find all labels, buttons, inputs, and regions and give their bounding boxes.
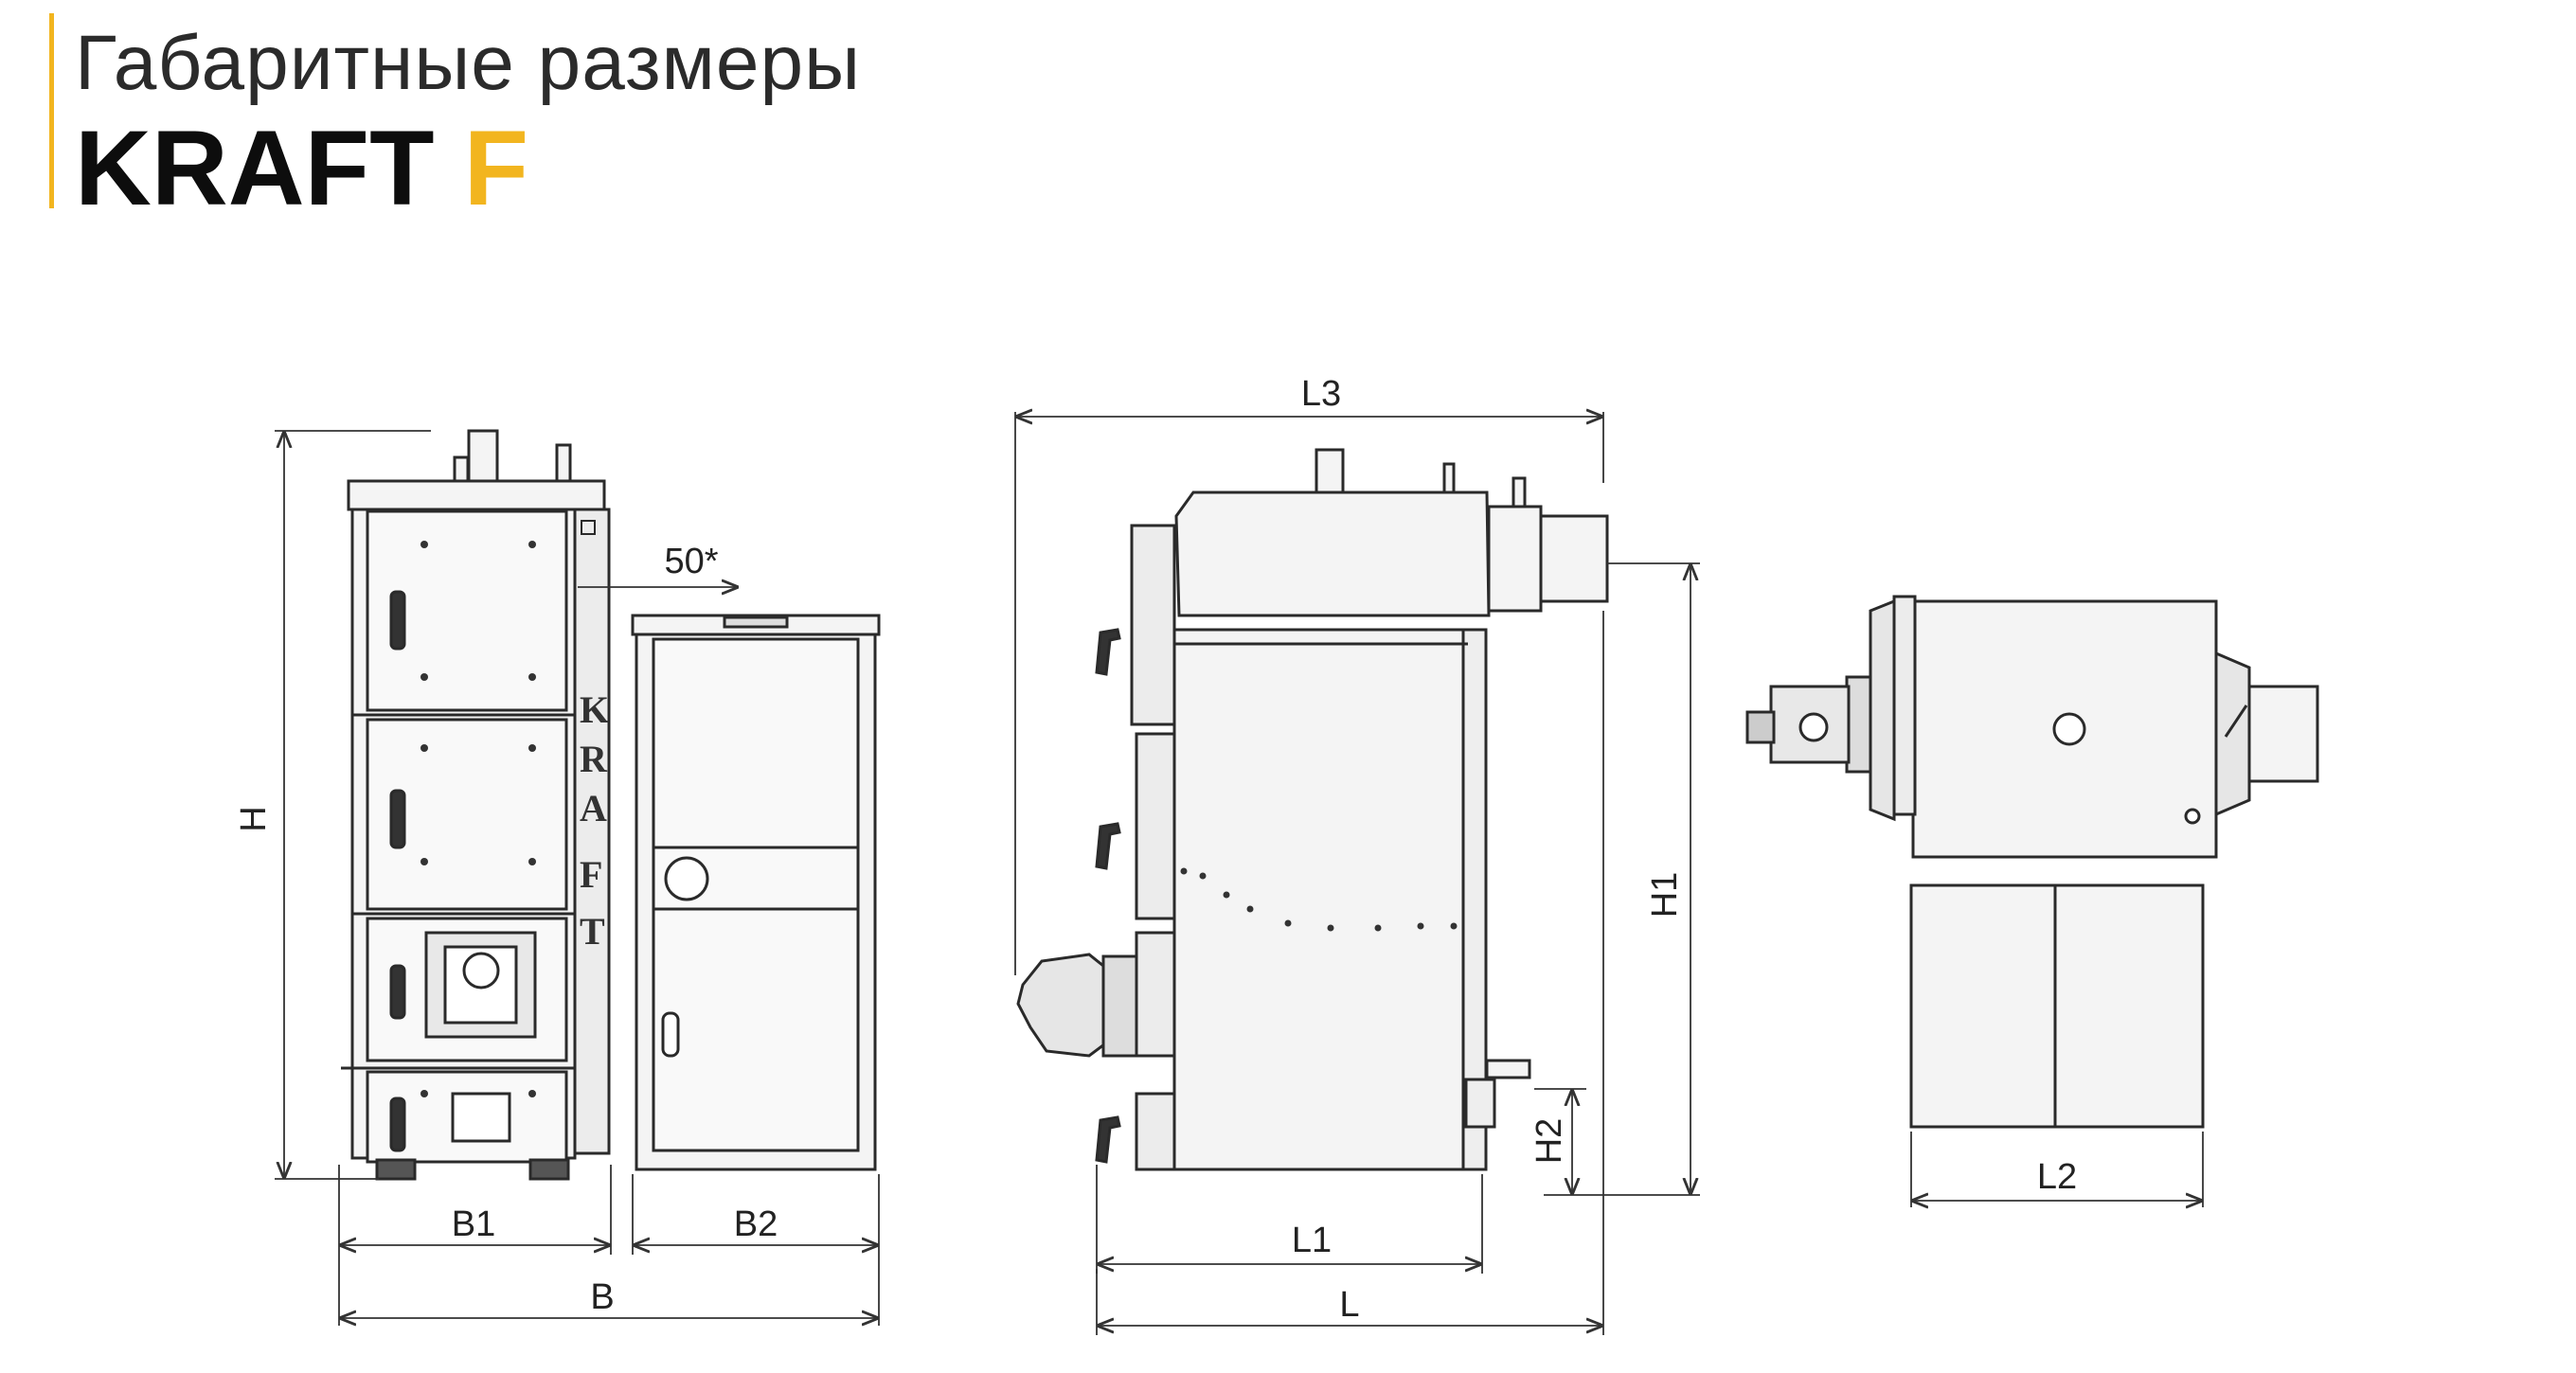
front-foot-left xyxy=(375,1158,417,1181)
side-door-2 xyxy=(1135,732,1176,920)
side-handle-3 xyxy=(1095,1115,1121,1164)
side-exhaust-fitting xyxy=(1512,476,1527,508)
side-handle-1 xyxy=(1095,628,1121,676)
front-handle-2 xyxy=(389,789,406,849)
side-exhaust-pipe xyxy=(1539,514,1609,603)
hopper-lid-handle xyxy=(723,615,789,629)
dim-label-l: L xyxy=(1339,1285,1359,1325)
page-title: Габаритные размеры xyxy=(75,20,862,106)
side-handle-2 xyxy=(1095,822,1121,870)
dim-label-l3: L3 xyxy=(1301,374,1341,414)
hopper-handle xyxy=(661,1011,680,1058)
panel-letter-f: F xyxy=(580,853,602,896)
front-side-panel xyxy=(573,508,611,1155)
front-handle-1 xyxy=(389,590,406,651)
hopper-top-view xyxy=(1909,883,2205,1129)
front-handle-3 xyxy=(389,964,406,1020)
top-view xyxy=(1745,595,2319,859)
dimension-labels: H B1 B2 B 50* L3 L1 L H1 H2 L2 xyxy=(234,374,2077,1325)
side-door-3 xyxy=(1135,931,1176,1058)
side-rear-fitting xyxy=(1485,1059,1531,1079)
top-front-doors xyxy=(1869,598,1896,822)
front-view xyxy=(341,429,611,1181)
side-door-4 xyxy=(1135,1092,1176,1171)
side-view xyxy=(1016,448,1609,1171)
hopper-inspection-hole xyxy=(664,856,709,901)
top-rear-cone xyxy=(2214,651,2251,817)
side-exhaust-collar xyxy=(1487,505,1543,613)
front-foot-right xyxy=(528,1158,570,1181)
panel-letter-k: K xyxy=(580,688,609,731)
page-header: Габаритные размеры KRAFT F xyxy=(49,13,862,222)
dimension-lines xyxy=(275,412,2204,1335)
side-main-body xyxy=(1172,628,1470,1171)
hopper-front-view xyxy=(631,614,881,1171)
top-boiler-body xyxy=(1911,599,2218,859)
dim-label-gap: 50* xyxy=(664,542,718,581)
top-burner-port xyxy=(1798,712,1829,742)
panel-letter-t: T xyxy=(580,910,605,953)
top-burner-motor xyxy=(1745,710,1776,744)
top-burner-mount xyxy=(1845,675,1872,774)
side-rear-bracket xyxy=(1464,1078,1496,1129)
side-top-pipe xyxy=(1315,448,1345,494)
front-ash-window xyxy=(451,1092,511,1143)
top-exhaust-pipe xyxy=(2247,685,2319,783)
top-flue-port xyxy=(2052,712,2086,746)
side-top-fitting xyxy=(1442,462,1456,494)
dim-label-h1: H1 xyxy=(1645,872,1685,918)
front-top-cover xyxy=(347,479,606,511)
front-side-indicator xyxy=(581,520,596,535)
hopper-top-body xyxy=(1909,883,2205,1129)
side-burner-unit xyxy=(1016,953,1110,1058)
panel-letter-a: A xyxy=(580,787,607,829)
dim-label-l1: L1 xyxy=(1292,1221,1332,1260)
model-name: KRAFT F xyxy=(75,116,861,222)
front-flue-pipe xyxy=(467,429,499,485)
model-name-accent: F xyxy=(463,109,529,227)
front-handle-4 xyxy=(389,1097,406,1152)
front-top-fitting-right xyxy=(555,443,572,485)
model-name-main: KRAFT xyxy=(75,109,435,227)
front-panel-letters: K R A F T xyxy=(580,688,609,953)
dim-label-b1: B1 xyxy=(452,1204,495,1244)
panel-letter-r: R xyxy=(580,738,608,780)
top-small-port xyxy=(2184,808,2201,825)
top-exhaust-flap xyxy=(2224,704,2248,738)
dim-label-b2: B2 xyxy=(734,1204,778,1244)
side-door-1 xyxy=(1130,524,1176,726)
dim-label-h: H xyxy=(234,806,274,831)
side-burner-mount xyxy=(1101,954,1138,1058)
dim-label-l2: L2 xyxy=(2037,1157,2077,1197)
front-burner-hole xyxy=(462,952,500,990)
dim-label-b: B xyxy=(590,1277,614,1317)
dim-label-h2: H2 xyxy=(1530,1118,1569,1165)
side-upper-housing xyxy=(1174,490,1491,617)
top-front-plate xyxy=(1892,595,1917,816)
